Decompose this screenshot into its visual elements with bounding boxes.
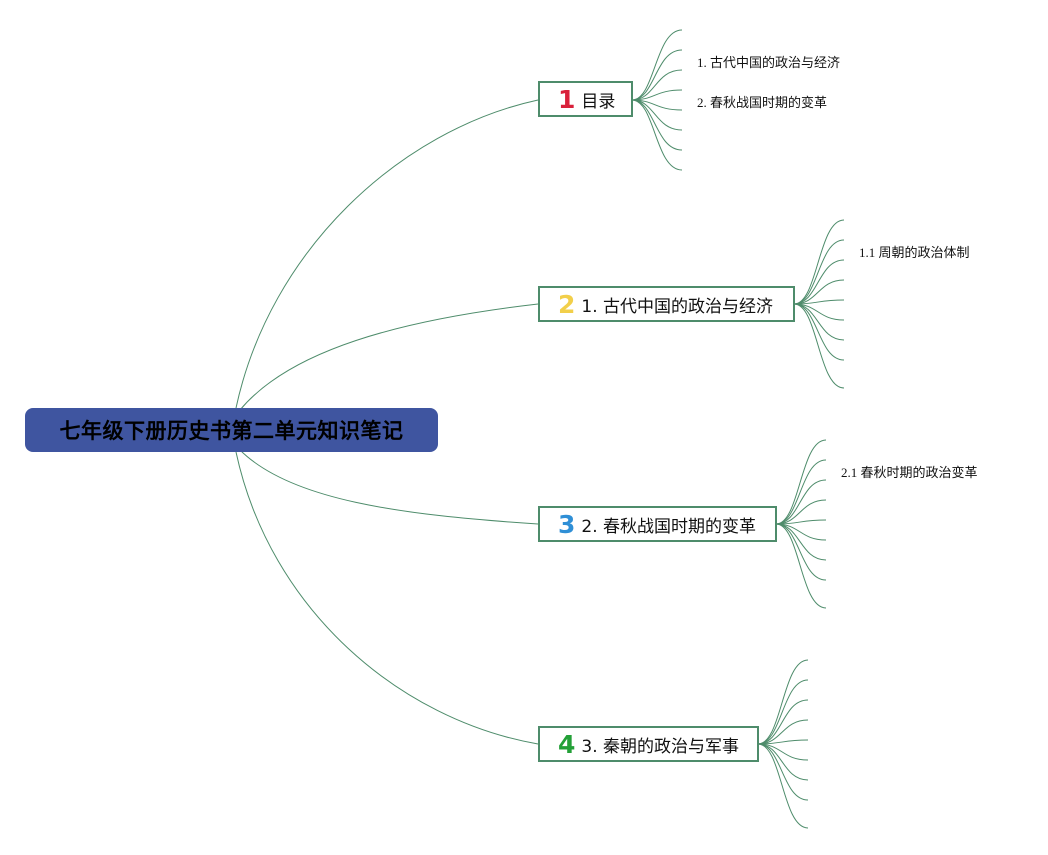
fan-branch-4	[757, 659, 809, 829]
branch-node-4[interactable]: 4 3. 秦朝的政治与军事	[538, 726, 759, 762]
fan-branch-3	[775, 439, 827, 609]
subtopic-2-1[interactable]: 1.1 周朝的政治体制	[859, 245, 970, 260]
connector-root-branch-1	[235, 99, 539, 409]
branch-label-2: 1. 古代中国的政治与经济	[581, 296, 774, 317]
subtopic-1-1[interactable]: 1. 古代中国的政治与经济	[697, 55, 841, 70]
connector-root-branch-2	[239, 303, 539, 411]
number-badge-4: 4	[558, 729, 576, 759]
connector-root-branch-4	[235, 451, 539, 745]
root-topic[interactable]: 七年级下册历史书第二单元知识笔记	[25, 408, 438, 452]
branch-node-2[interactable]: 2 1. 古代中国的政治与经济	[538, 286, 795, 322]
number-badge-2: 2	[558, 289, 576, 319]
branch-label-4: 3. 秦朝的政治与军事	[581, 736, 740, 757]
branch-node-1[interactable]: 1 目录	[538, 81, 633, 117]
fan-branch-1	[631, 29, 683, 171]
connector-root-branch-3	[239, 449, 539, 525]
fan-branch-2	[793, 219, 845, 389]
number-badge-3: 3	[558, 509, 576, 539]
subtopic-3-1[interactable]: 2.1 春秋时期的政治变革	[841, 465, 978, 480]
branch-label-1: 目录	[581, 91, 616, 112]
subtopic-1-2[interactable]: 2. 春秋战国时期的变革	[697, 95, 828, 110]
branch-label-3: 2. 春秋战国时期的变革	[581, 516, 757, 537]
number-badge-1: 1	[558, 84, 576, 114]
branch-node-3[interactable]: 3 2. 春秋战国时期的变革	[538, 506, 777, 542]
root-topic-label: 七年级下册历史书第二单元知识笔记	[59, 419, 404, 443]
